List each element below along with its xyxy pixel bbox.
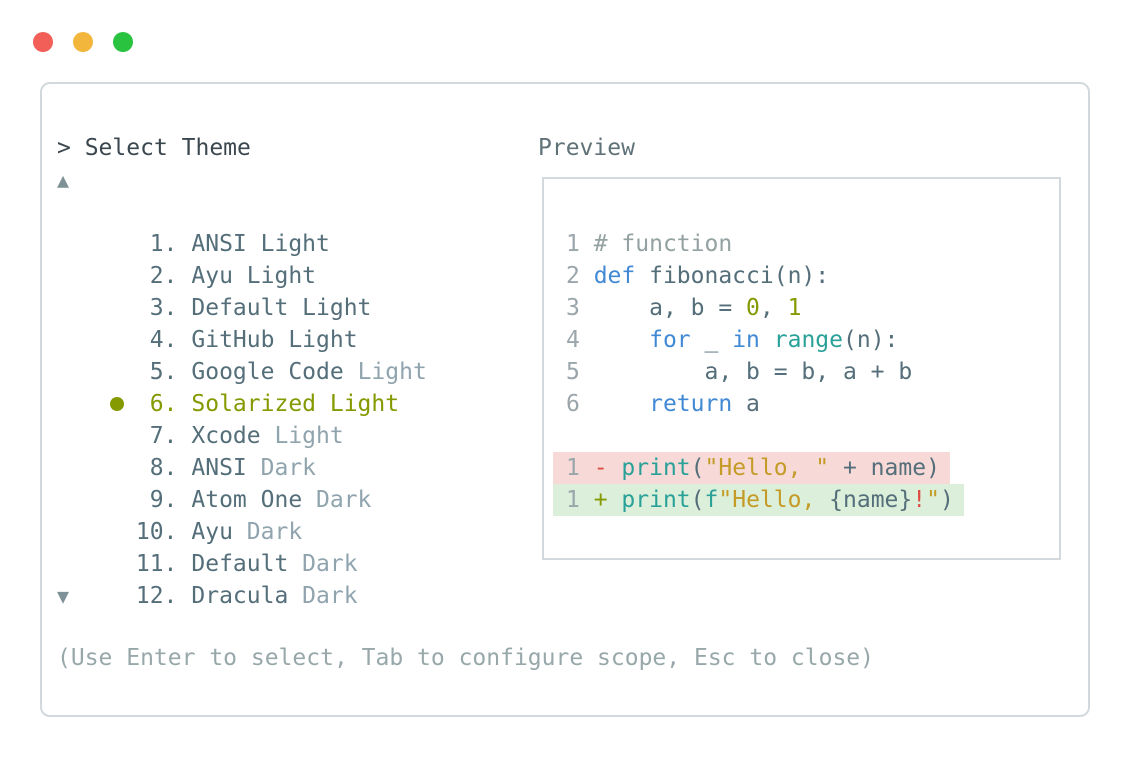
theme-number: 7. xyxy=(149,423,178,449)
line-number: 2 xyxy=(566,263,594,289)
theme-variant: Dark xyxy=(232,519,303,545)
window-controls xyxy=(33,32,133,52)
theme-name: Atom One xyxy=(191,487,303,513)
theme-item-default-light[interactable]: 3. Default Light xyxy=(54,260,504,321)
theme-number: 4. xyxy=(149,327,178,353)
theme-number: 12. xyxy=(135,583,178,609)
line-number: 5 xyxy=(566,359,594,385)
selected-indicator-dot xyxy=(109,324,129,356)
theme-number: 2. xyxy=(149,263,178,289)
theme-variant: Light xyxy=(343,359,427,385)
theme-picker-panel: > Select Theme Preview ▲ 1. ANSI Light 2.… xyxy=(40,82,1090,717)
theme-item-default[interactable]: 11. Default Dark xyxy=(54,516,504,577)
preview-box: 1 # function 2 def fibonacci(n): 3 a, b = … xyxy=(542,177,1061,560)
theme-item-google-code[interactable]: 5. Google Code Light xyxy=(54,324,504,385)
selected-indicator-dot xyxy=(109,516,129,548)
code-line: 3 a, b = 0, 1 xyxy=(566,295,802,321)
selected-indicator-dot xyxy=(109,548,129,580)
line-number: 1 xyxy=(566,455,594,481)
scroll-down-icon[interactable]: ▼ xyxy=(57,584,70,608)
theme-item-ansi-light[interactable]: 1. ANSI Light xyxy=(54,196,504,257)
theme-variant: Dark xyxy=(246,455,317,481)
line-number: 4 xyxy=(566,327,594,353)
theme-item-ansi[interactable]: 8. ANSI Dark xyxy=(54,420,504,481)
code-blank-line xyxy=(566,420,1045,452)
line-number: 1 xyxy=(566,487,594,513)
theme-variant: Dark xyxy=(288,583,358,609)
theme-variant: Dark xyxy=(288,551,358,577)
theme-name: ANSI Light xyxy=(191,231,330,257)
theme-name: ANSI xyxy=(191,455,247,481)
scroll-up-icon[interactable]: ▲ xyxy=(57,168,70,192)
theme-variant: Light xyxy=(260,423,344,449)
theme-number: 10. xyxy=(135,519,178,545)
theme-name: Default xyxy=(191,551,289,577)
selected-indicator-dot xyxy=(109,260,129,292)
selected-indicator-dot xyxy=(109,356,129,388)
preview-label: Preview xyxy=(538,135,635,161)
selected-indicator-dot xyxy=(109,484,129,516)
theme-item-ayu[interactable]: 10. Ayu Dark xyxy=(54,484,504,545)
selected-indicator-dot xyxy=(109,420,129,452)
theme-number: 9. xyxy=(149,487,178,513)
theme-number: 6. xyxy=(149,391,178,417)
picker-title-row: > Select Theme xyxy=(57,132,251,164)
line-number: 3 xyxy=(566,295,594,321)
prompt-chevron: > xyxy=(57,135,85,161)
code-line: 4 for _ in range(n): xyxy=(566,327,899,353)
line-number: 1 xyxy=(566,231,594,257)
line-number: 6 xyxy=(566,391,594,417)
code-line: 5 a, b = b, a + b xyxy=(566,359,913,385)
theme-number: 11. xyxy=(135,551,178,577)
theme-item-solarized-light[interactable]: 6. Solarized Light xyxy=(54,356,504,417)
theme-name: Google Code xyxy=(191,359,344,385)
theme-name: GitHub Light xyxy=(191,327,358,353)
theme-name: Xcode xyxy=(191,423,261,449)
picker-title: Select Theme xyxy=(84,135,251,161)
selected-indicator-dot xyxy=(109,452,129,484)
minimize-button[interactable] xyxy=(73,32,93,52)
theme-item-atom-one[interactable]: 9. Atom One Dark xyxy=(54,452,504,513)
selected-indicator-dot xyxy=(109,388,129,420)
code-line: 2 def fibonacci(n): xyxy=(566,263,830,289)
theme-name: Ayu Light xyxy=(191,263,317,289)
diff-line-added: 1 + print(f"Hello, {name}!") xyxy=(553,484,1045,516)
theme-item-dracula[interactable]: 12. Dracula Dark xyxy=(54,548,504,609)
theme-name: Solarized Light xyxy=(191,391,400,417)
theme-variant: Dark xyxy=(302,487,372,513)
theme-number: 5. xyxy=(149,359,178,385)
maximize-button[interactable] xyxy=(113,32,133,52)
theme-number: 3. xyxy=(149,295,178,321)
theme-item-github-light[interactable]: 4. GitHub Light xyxy=(54,292,504,353)
theme-item-xcode[interactable]: 7. Xcode Light xyxy=(54,388,504,449)
code-line: 6 return a xyxy=(566,391,760,417)
theme-number: 1. xyxy=(149,231,178,257)
theme-number: 8. xyxy=(149,455,178,481)
footer-hint: (Use Enter to select, Tab to configure s… xyxy=(57,645,874,671)
selected-indicator-dot xyxy=(109,228,129,260)
theme-list: 1. ANSI Light 2. Ayu Light 3. Default Light… xyxy=(54,196,504,609)
theme-name: Ayu xyxy=(191,519,233,545)
diff-line-removed: 1 - print("Hello, " + name) xyxy=(553,452,1045,484)
code-block: 1 # function 2 def fibonacci(n): 3 a, b = … xyxy=(553,228,1045,516)
theme-item-ayu-light[interactable]: 2. Ayu Light xyxy=(54,228,504,289)
selected-indicator-dot xyxy=(109,580,129,612)
close-button[interactable] xyxy=(33,32,53,52)
code-line: 1 # function xyxy=(566,231,733,257)
theme-name: Dracula xyxy=(191,583,289,609)
theme-name: Default Light xyxy=(191,295,372,321)
selected-indicator-dot xyxy=(109,292,129,324)
